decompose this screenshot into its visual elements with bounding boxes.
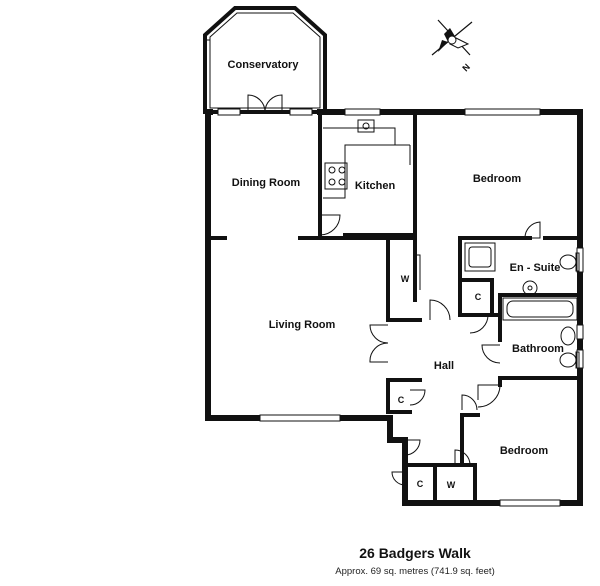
label-hall: Hall xyxy=(434,360,454,372)
label-living-room: Living Room xyxy=(269,319,336,331)
label-bathroom: Bathroom xyxy=(512,343,564,355)
kitchen-fittings xyxy=(323,119,411,199)
label-wardrobe-bed1: W xyxy=(401,274,410,284)
label-bedroom-2: Bedroom xyxy=(500,445,549,457)
label-cupboard-front: C xyxy=(417,479,424,489)
ensuite-fittings xyxy=(464,242,580,296)
bathroom-fittings xyxy=(502,297,580,369)
label-dining-room: Dining Room xyxy=(232,177,301,189)
label-conservatory: Conservatory xyxy=(228,59,300,71)
label-kitchen: Kitchen xyxy=(355,180,396,192)
doors xyxy=(247,94,541,486)
interior-walls xyxy=(206,110,582,505)
label-cupboard-ensuite: C xyxy=(475,292,482,302)
property-area: Approx. 69 sq. metres (741.9 sq. feet) xyxy=(335,566,495,577)
property-address: 26 Badgers Walk xyxy=(359,545,471,561)
label-bedroom-1: Bedroom xyxy=(473,173,522,185)
label-en-suite: En - Suite xyxy=(510,262,561,274)
windows xyxy=(217,108,584,507)
label-wardrobe-front: W xyxy=(447,480,456,490)
compass-north-label: N xyxy=(460,62,472,74)
room-labels: Conservatory Dining Room Kitchen Bedroom… xyxy=(228,59,565,490)
compass-rose: N xyxy=(431,19,473,74)
label-cupboard-hall: C xyxy=(398,395,405,405)
